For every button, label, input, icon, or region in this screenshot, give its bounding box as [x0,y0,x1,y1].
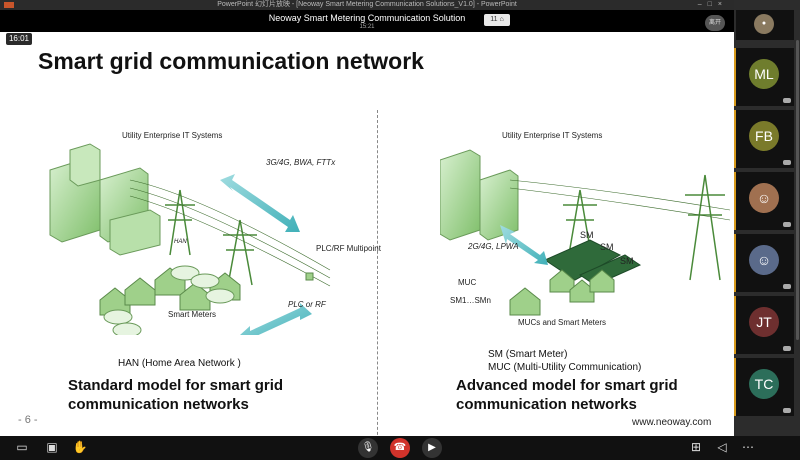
mucs-meters-label: MUCs and Smart Meters [518,318,607,327]
muc-range-label: SM1…SMn [450,296,491,305]
more-options-icon[interactable]: ⋯ [742,440,754,454]
muc-label: MUC [458,278,477,287]
mic-icon [783,346,791,351]
active-speaker-indicator [734,296,737,354]
elapsed-timer: 16:01 [6,33,32,45]
avatar: JT [749,307,779,337]
speaker-icon[interactable]: ◁ [717,440,727,454]
left-wan-label: 3G/4G, BWA, FTTx [266,158,336,167]
meeting-subtime: 15:21 [359,24,375,30]
active-speaker-indicator [734,110,737,168]
mic-icon [783,408,791,413]
participant-tile-photo1[interactable]: ☺ [736,172,794,230]
avatar: ● [754,14,774,34]
standard-model-text: Standard model for smart grid communicat… [68,376,283,414]
participant-panel: ● ML FB ☺ ☺ JT TC [734,0,800,460]
sm-label-3: SM [620,256,634,266]
participant-count-button[interactable]: 11 ⌂ [484,14,510,26]
avatar-photo: ☺ [749,183,779,213]
avatar: FB [749,121,779,151]
standard-model-diagram [49,143,331,335]
participant-tile-jt[interactable]: JT [736,296,794,354]
window-title: PowerPoint 幻灯片放映 - [Neoway Smart Meterin… [217,1,517,8]
participant-tile-ml[interactable]: ML [736,48,794,106]
mic-icon [783,98,791,103]
screen-share-icon[interactable]: ▣ [46,440,58,454]
avatar-photo: ☺ [749,245,779,275]
advanced-model-text: Advanced model for smart grid communicat… [456,376,678,414]
powerpoint-icon [4,2,14,8]
avatar: ML [749,59,779,89]
presentation-slide: Smart grid communication network [0,32,734,450]
meeting-title: Neoway Smart Metering Communication Solu… [268,13,466,23]
plc-rf-multipoint-label: PLC/RF Multipoint [316,244,381,253]
hangup-button[interactable]: ☎ [390,438,410,458]
sm-label-1: SM [580,230,594,240]
han-label: HAN [174,239,187,245]
slide-url: www.neoway.com [632,417,712,428]
plc-or-rf-label: PLC or RF [288,300,326,309]
page-number: - 6 - [18,414,38,426]
mute-mic-button[interactable]: 🎙 [358,438,378,458]
people-icon: ⌂ [499,16,504,23]
meeting-controls: ▭ ▣ ✋ 🎙 ☎ ▶ ⊞ ◁ ⋯ [0,436,800,460]
advanced-model-line2: communication networks [456,396,637,413]
meeting-topbar: Neoway Smart Metering Communication Solu… [0,10,734,32]
participant-tile-tc[interactable]: TC [736,358,794,416]
mic-icon [783,284,791,289]
smart-meters-label: Smart Meters [168,310,217,319]
camera-off-button[interactable]: ▶ [422,438,442,458]
standard-model-line1: Standard model for smart grid [68,377,284,394]
advanced-model-line1: Advanced model for smart grid [456,377,678,394]
mic-icon [783,160,791,165]
layout-icon[interactable]: ⊞ [690,440,702,454]
slide-title: Smart grid communication network [38,48,424,74]
slide-divider [377,110,378,450]
muc-note: MUC (Multi-Utility Communication) [488,362,642,373]
advanced-model-diagram [440,149,730,316]
sm-label-2: SM [600,242,614,252]
right-wan-label: 2G/4G, LPWA [468,242,519,251]
window-controls[interactable]: –□× [697,1,728,8]
participant-count: 11 [490,16,498,23]
active-speaker-indicator [734,172,737,230]
right-enterprise-label: Utility Enterprise IT Systems [502,131,603,140]
chat-icon[interactable]: ▭ [16,440,28,454]
left-enterprise-label: Utility Enterprise IT Systems [122,131,223,140]
active-speaker-indicator [734,358,737,416]
participant-tile-fb[interactable]: FB [736,110,794,168]
sm-note: SM (Smart Meter) [488,349,568,360]
avatar: TC [749,369,779,399]
mic-icon [783,222,791,227]
panel-scrollbar[interactable] [796,40,799,340]
raise-hand-icon[interactable]: ✋ [72,440,88,454]
leave-button[interactable]: 离开 [705,15,725,31]
han-note: HAN (Home Area Network ) [118,358,241,369]
active-speaker-indicator [734,234,737,292]
active-speaker-indicator [734,48,737,106]
participant-tile-photo2[interactable]: ☺ [736,234,794,292]
window-titlebar: PowerPoint 幻灯片放映 - [Neoway Smart Meterin… [0,0,734,10]
participant-tile-0[interactable]: ● [736,10,794,40]
standard-model-line2: communication networks [68,396,249,413]
